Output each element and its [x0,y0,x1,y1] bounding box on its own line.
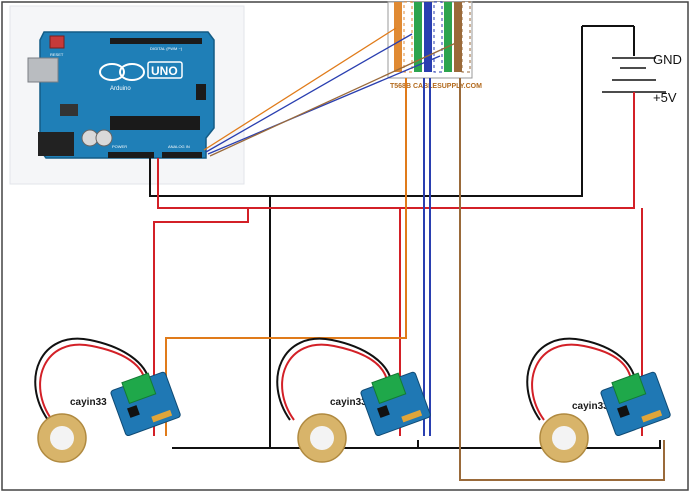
pin-header [641,409,663,423]
reset-button-icon [49,35,65,49]
arduino-uno-board: RESET DIGITAL (PWM ~) Arduino UNO POWER … [27,31,215,159]
reset-label: RESET [50,52,64,57]
pin-header [401,409,423,423]
power-supply-symbol: GND +5V [582,25,682,105]
sensor-label: cayin33 [330,397,367,408]
board-label: UNO [151,64,178,78]
atmega-chip-icon [110,116,200,130]
usb-port-icon [27,57,59,83]
ethernet-cable-terminals: T568B CABLESUPPLY.COM [387,1,482,90]
regulator-icon [60,104,78,116]
piezo-sensor-3: cayin33 [526,337,671,463]
sensor-label: cayin33 [70,397,107,408]
piezo-sensor-2: cayin33 [276,337,431,463]
digital-label: DIGITAL (PWM ~) [150,46,183,51]
terminal-block-icon [611,372,647,405]
power-wires [153,92,643,436]
power-header [108,152,154,158]
pin-header [151,409,173,423]
cable-label: T568B CABLESUPPLY.COM [390,83,482,90]
analog-label: ANALOG IN [168,144,190,149]
terminal-block-icon [121,372,157,405]
piezo-sensor-1: cayin33 [34,337,181,463]
sensor-label: cayin33 [572,401,609,412]
signal-wires [203,27,459,157]
gnd-label: GND [653,52,682,67]
arduino-logo-icon [99,63,125,81]
icsp-header [196,84,206,100]
capacitor-icon [95,129,113,147]
brand-label: Arduino [110,86,131,92]
power-jack-icon [38,132,74,156]
digital-header [110,38,202,44]
power-label: POWER [112,144,127,149]
vcc-label: +5V [653,90,677,105]
terminal-block-icon [371,372,407,405]
analog-header [162,152,202,158]
